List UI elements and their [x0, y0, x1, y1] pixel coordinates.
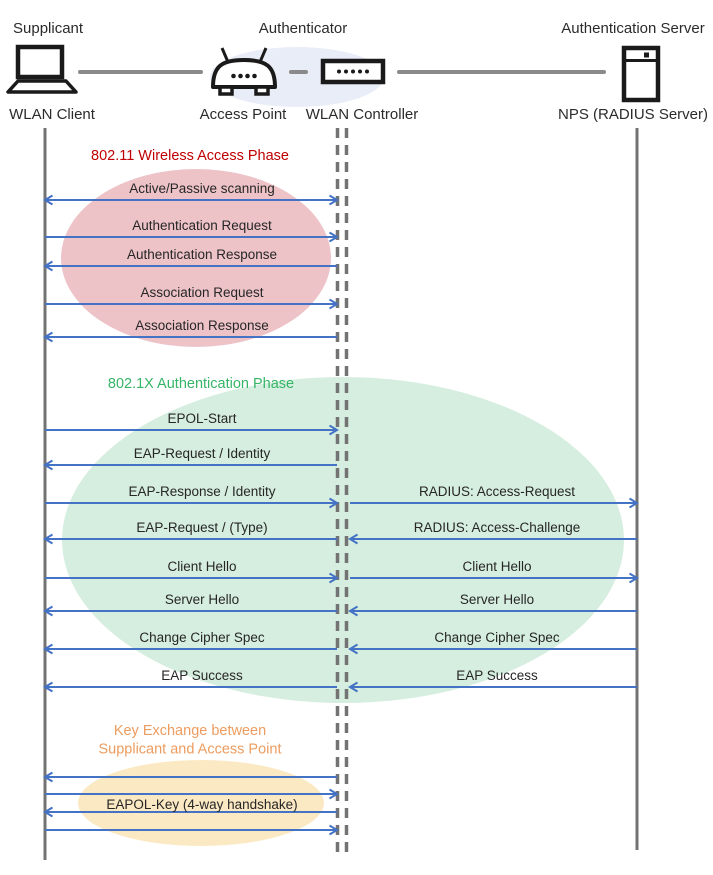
message-label: EPOL-Start [167, 411, 236, 426]
message-label: EAP Success [456, 668, 538, 683]
message-label: Authentication Response [127, 247, 277, 262]
message-label: EAP-Request / Identity [134, 446, 271, 461]
message-label: Active/Passive scanning [129, 181, 275, 196]
phase-title-2: Supplicant and Access Point [99, 742, 282, 758]
server-icon [621, 45, 661, 103]
connector-line-client-ap [78, 70, 203, 74]
node-label-wlan-controller: WLAN Controller [305, 106, 419, 123]
phase-ellipse-1 [62, 377, 624, 703]
laptop-icon [6, 44, 78, 94]
message-label: EAP Success [161, 668, 243, 683]
message-label: Change Cipher Spec [139, 630, 265, 645]
role-label-supplicant: Supplicant [13, 20, 84, 37]
message-label: Association Response [135, 318, 269, 333]
role-label-authentication-server: Authentication Server [561, 20, 705, 37]
node-label-nps-radius-server: NPS (RADIUS Server) [557, 106, 709, 123]
node-label-wlan-client: WLAN Client [9, 106, 95, 123]
message-label: EAP-Request / (Type) [136, 520, 267, 535]
message-label: Authentication Request [132, 218, 272, 233]
connector-line-controller-server [397, 70, 606, 74]
phase-title-2: Key Exchange between [114, 723, 266, 739]
phase-title-0: 802.11 Wireless Access Phase [91, 148, 289, 164]
message-label: Client Hello [462, 559, 531, 574]
message-label: Client Hello [167, 559, 236, 574]
wlan-controller-icon [320, 58, 386, 85]
floating-label: EAPOL-Key (4-way handshake) [106, 797, 297, 812]
message-label: Server Hello [460, 592, 534, 607]
role-label-authenticator: Authenticator [258, 20, 348, 37]
connector-line-ap-controller [289, 70, 308, 74]
message-label: Change Cipher Spec [434, 630, 560, 645]
access-point-icon [211, 47, 277, 96]
message-label: EAP-Response / Identity [128, 484, 275, 499]
message-label: RADIUS: Access-Request [419, 484, 575, 499]
message-label: Association Request [140, 285, 263, 300]
phase-ellipse-2 [78, 760, 324, 846]
message-label: Server Hello [165, 592, 239, 607]
message-label: RADIUS: Access-Challenge [414, 520, 581, 535]
phase-title-1: 802.1X Authentication Phase [108, 376, 294, 392]
phase-ellipse-0 [61, 169, 331, 347]
node-label-access-point: Access Point [199, 106, 287, 123]
